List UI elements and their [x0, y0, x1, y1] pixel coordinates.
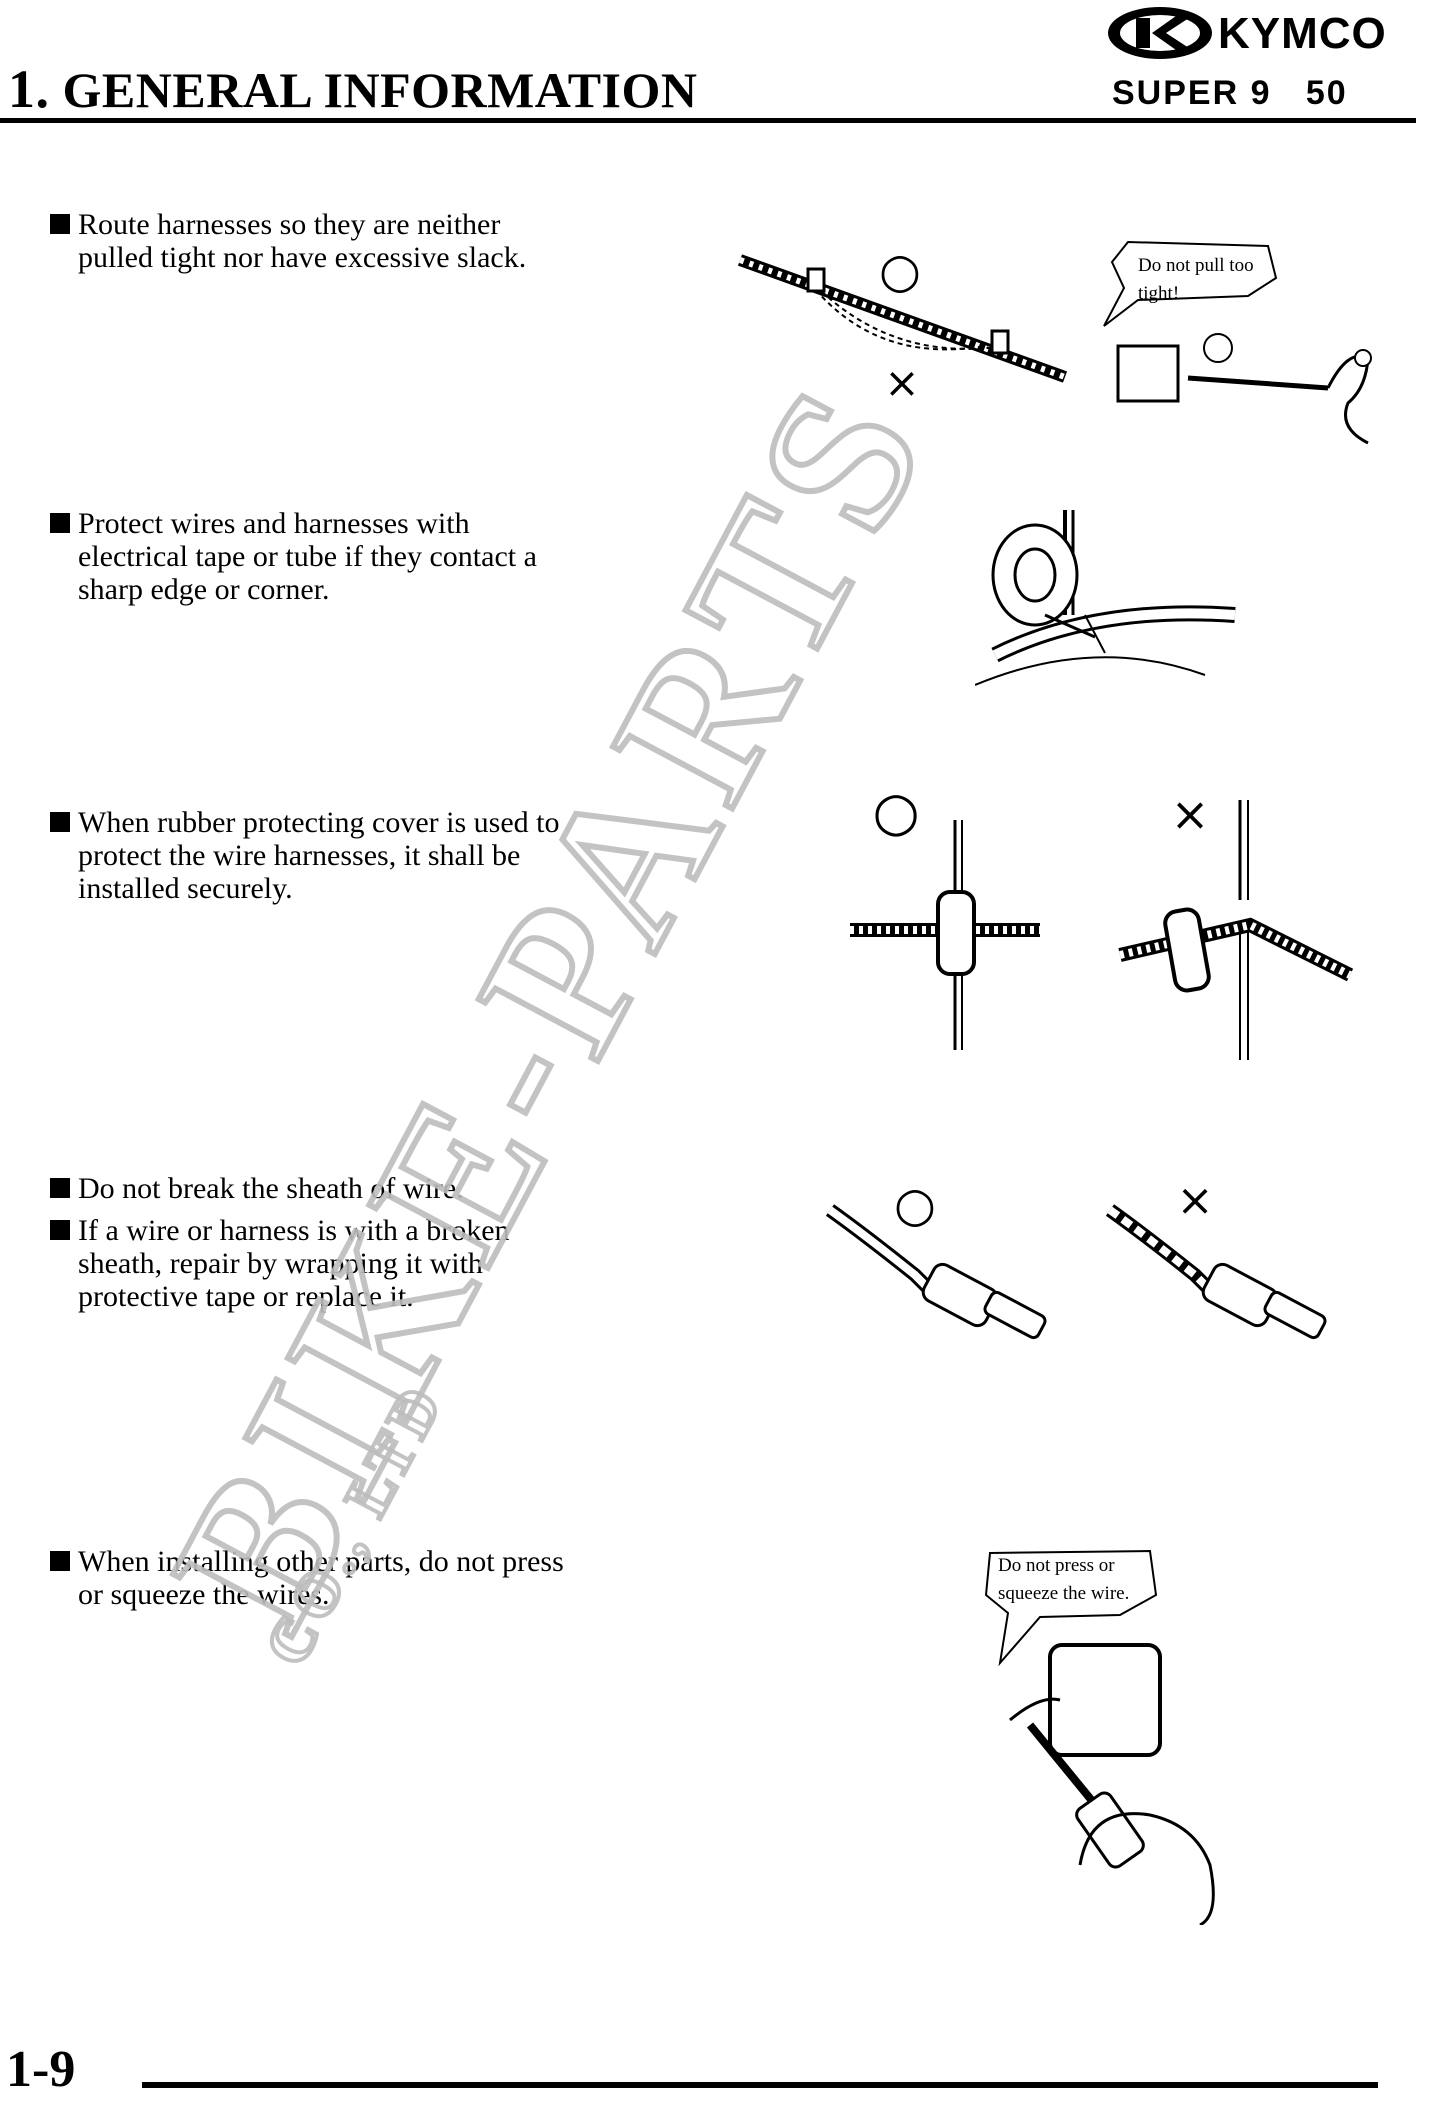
harness-slack-illustration: ○ ×	[737, 243, 1068, 407]
pull-warning-callout: Do not pull too tight!	[1138, 255, 1254, 304]
ok-mark-icon: ○	[872, 780, 919, 843]
bullet-icon	[50, 812, 70, 832]
instruction-text: When rubber protecting cover is used to …	[78, 806, 560, 905]
instruction-text: When installing other parts, do not pres…	[78, 1545, 564, 1611]
connector-sheath-illustration: ○ ×	[825, 1175, 1327, 1340]
ok-mark-icon: ○	[894, 1177, 936, 1233]
pull-cartoon-illustration	[1103, 240, 1372, 445]
press-warning-callout: Do not press or squeeze the wire.	[998, 1555, 1130, 1604]
section-title: 1. GENERAL INFORMATION	[8, 58, 698, 120]
instruction-no-squeeze: When installing other parts, do not pres…	[50, 1545, 564, 1611]
squeeze-wire-illustration	[984, 1549, 1215, 1925]
model-displacement: 50	[1305, 74, 1348, 112]
instruction-sheath: Do not break the sheath of wire.	[50, 1172, 464, 1205]
ok-mark-icon: ○	[879, 243, 921, 299]
bullet-icon	[50, 1551, 70, 1571]
section-title-text: GENERAL INFORMATION	[62, 62, 698, 118]
model-label: SUPER 9 50	[1112, 74, 1348, 113]
ng-mark-icon: ×	[1171, 787, 1210, 841]
instruction-text: If a wire or harness is with a broken sh…	[78, 1214, 510, 1313]
instruction-route-harnesses: Route harnesses so they are neither pull…	[50, 208, 526, 274]
logo-wordmark: KYMCO	[1218, 9, 1387, 58]
model-name: SUPER 9	[1112, 74, 1272, 112]
page-number: 1-9	[6, 2041, 76, 2098]
instruction-rubber-cover: When rubber protecting cover is used to …	[50, 806, 560, 905]
bullet-icon	[50, 513, 70, 533]
bullet-icon	[50, 1220, 70, 1240]
header-divider	[0, 118, 1416, 123]
kymco-logo: KYMCO	[1108, 7, 1387, 59]
instruction-broken-sheath: If a wire or harness is with a broken sh…	[50, 1214, 510, 1313]
instruction-text: Do not break the sheath of wire.	[78, 1172, 464, 1205]
rubber-cover-illustration: ○ ×	[850, 780, 1354, 1060]
instruction-text: Protect wires and harnesses with electri…	[78, 507, 537, 606]
bullet-icon	[50, 214, 70, 234]
ng-mark-icon: ×	[1177, 1175, 1214, 1226]
tape-harness-illustration	[975, 510, 1236, 686]
section-number: 1.	[8, 59, 50, 119]
footer-divider	[142, 2082, 1378, 2088]
instruction-text: Route harnesses so they are neither pull…	[78, 208, 527, 274]
watermark-sub-text: CO., LTD	[252, 1372, 457, 1677]
instruction-protect-wires: Protect wires and harnesses with electri…	[50, 507, 537, 606]
ng-mark-icon: ×	[884, 358, 919, 407]
bullet-icon	[50, 1178, 70, 1198]
